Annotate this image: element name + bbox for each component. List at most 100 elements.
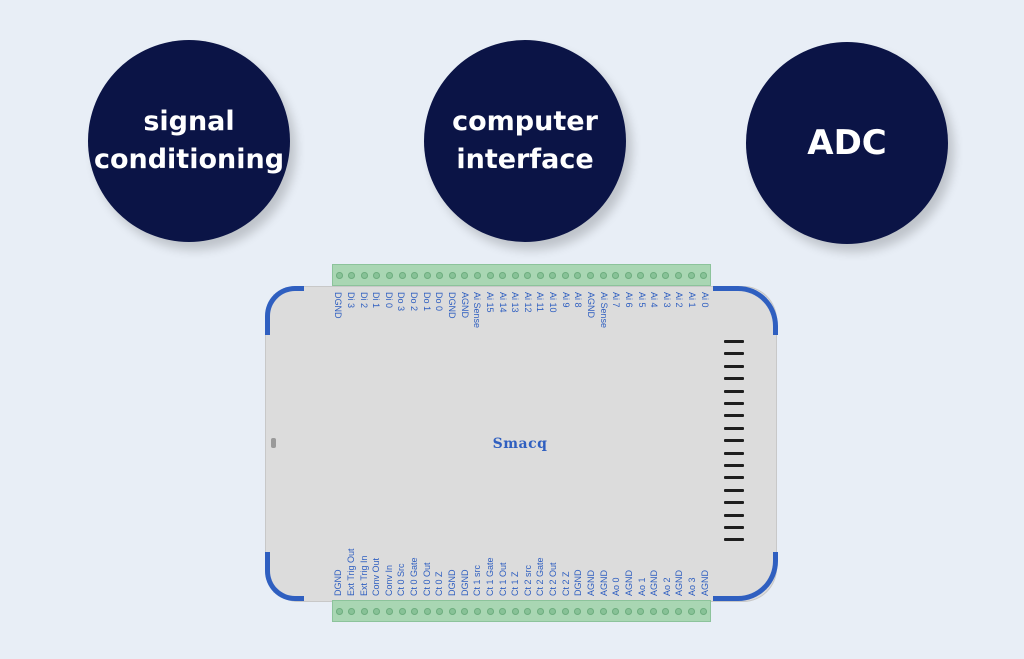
top-terminal-screw	[637, 271, 645, 279]
top-pin-label: Do 1	[421, 292, 432, 312]
bottom-pin-label: AGND	[623, 569, 634, 596]
bottom-pin-label: AGND	[598, 569, 609, 596]
bottom-terminal-screw	[398, 607, 406, 615]
bottom-pin-label: AGND	[674, 569, 685, 596]
top-terminal-screw	[398, 271, 406, 279]
top-terminal-screw	[335, 271, 343, 279]
top-pin-label: Ai 5	[636, 292, 647, 308]
top-pin-label: Ai 15	[484, 292, 495, 313]
top-pin-label: Di 3	[345, 292, 356, 309]
top-terminal-screw	[700, 271, 708, 279]
top-pin-label: Di 0	[383, 292, 394, 309]
bottom-pin-label: Ct 1 Gate	[484, 557, 495, 596]
top-pin-label: Ai 6	[623, 292, 634, 308]
top-terminal-screw	[473, 271, 481, 279]
bottom-terminal-screw	[411, 607, 419, 615]
top-pin-label: Di 2	[358, 292, 369, 309]
top-terminal-screw	[436, 271, 444, 279]
bottom-terminal-screw	[486, 607, 494, 615]
bottom-pin-label: Ct 0 Src	[396, 563, 407, 596]
bottom-terminal-screw	[423, 607, 431, 615]
bottom-pin-label: Conv Out	[371, 557, 382, 596]
bottom-pin-label: Ao 0	[611, 577, 622, 596]
top-pin-label: Di 1	[371, 292, 382, 309]
top-terminal-screw	[649, 271, 657, 279]
usb-connector-pin	[724, 402, 744, 405]
usb-connector-pin	[724, 501, 744, 505]
computer-interface-circle: computer interface	[424, 40, 626, 242]
bottom-terminal-screw	[549, 607, 557, 615]
bottom-pin-label: AGND	[585, 569, 596, 596]
usb-connector-pin	[724, 488, 744, 492]
board-bracket-top-left	[265, 286, 304, 335]
signal-conditioning-circle: signal conditioning	[88, 40, 290, 242]
top-pin-label: Ai 9	[560, 292, 571, 308]
top-terminal-screw	[599, 271, 607, 279]
bottom-pin-label: DGND	[333, 569, 344, 597]
bottom-terminal-screw	[473, 607, 481, 615]
bottom-terminal-screw	[587, 607, 595, 615]
bottom-terminal-screw	[386, 607, 394, 615]
usb-connector	[724, 340, 744, 550]
top-pin-label: DGND	[333, 292, 344, 319]
usb-connector-pin	[724, 451, 744, 455]
usb-connector-pin	[724, 352, 744, 356]
usb-connector-pin	[724, 340, 744, 343]
top-terminal-screw	[373, 271, 381, 279]
bottom-pin-label: Ext Trig In	[358, 555, 369, 596]
top-terminal-screw	[411, 271, 419, 279]
bottom-pin-label: Ct 1 Z	[510, 571, 521, 596]
top-terminal-screw	[574, 271, 582, 279]
bottom-terminal-screw	[373, 607, 381, 615]
bottom-pin-label: Ao 3	[687, 577, 698, 596]
bottom-terminal-screw	[524, 607, 532, 615]
usb-connector-pin	[724, 414, 744, 418]
board-bracket-top-right	[713, 286, 778, 335]
top-pin-label: Ai Sense	[598, 292, 609, 329]
top-terminal-screw	[524, 271, 532, 279]
bottom-terminal-screw	[649, 607, 657, 615]
bottom-terminal-screw	[561, 607, 569, 615]
bottom-pin-label: Ao 1	[636, 577, 647, 596]
bottom-terminal-screw	[574, 607, 582, 615]
adc-circle: ADC	[746, 42, 948, 244]
usb-connector-pin	[724, 476, 744, 480]
top-pin-label: Ai 14	[497, 292, 508, 313]
bottom-pin-label: AGND	[649, 569, 660, 596]
top-pin-label: AGND	[585, 292, 596, 319]
top-terminal-screw	[348, 271, 356, 279]
bottom-terminal-screw	[348, 607, 356, 615]
adc-label: ADC	[807, 123, 887, 163]
bottom-terminal-screw	[511, 607, 519, 615]
bottom-terminal-screw	[461, 607, 469, 615]
top-terminal-screw	[486, 271, 494, 279]
status-led	[271, 438, 276, 448]
top-terminal-screw	[499, 271, 507, 279]
top-terminal-screw	[386, 271, 394, 279]
bottom-pin-label: Ct 2 src	[522, 564, 533, 596]
bottom-terminal-screw	[599, 607, 607, 615]
top-pin-label: Ai 12	[522, 292, 533, 313]
top-terminal-screw	[612, 271, 620, 279]
bottom-pin-label: Ct 0 Z	[434, 571, 445, 596]
top-terminal-screw	[687, 271, 695, 279]
usb-connector-pin	[724, 439, 744, 443]
top-terminal-screw	[461, 271, 469, 279]
usb-connector-pin	[724, 389, 744, 393]
usb-connector-pin	[724, 526, 744, 529]
top-pin-label: Ai 0	[699, 292, 710, 308]
bottom-terminal-screw	[335, 607, 343, 615]
usb-connector-pin	[724, 513, 744, 517]
bottom-pin-label: Ct 2 Out	[548, 562, 559, 596]
top-pin-label: Ai 1	[687, 292, 698, 308]
usb-connector-pin	[724, 426, 744, 430]
bottom-terminal-block	[332, 600, 711, 622]
top-pin-label: Ai 3	[661, 292, 672, 308]
bottom-pin-label: Ct 2 Z	[560, 571, 571, 596]
top-terminal-screw	[536, 271, 544, 279]
top-pin-label: Ai 13	[510, 292, 521, 313]
bottom-pin-label: DGND	[459, 569, 470, 597]
bottom-pin-label: Ct 2 Gate	[535, 557, 546, 596]
